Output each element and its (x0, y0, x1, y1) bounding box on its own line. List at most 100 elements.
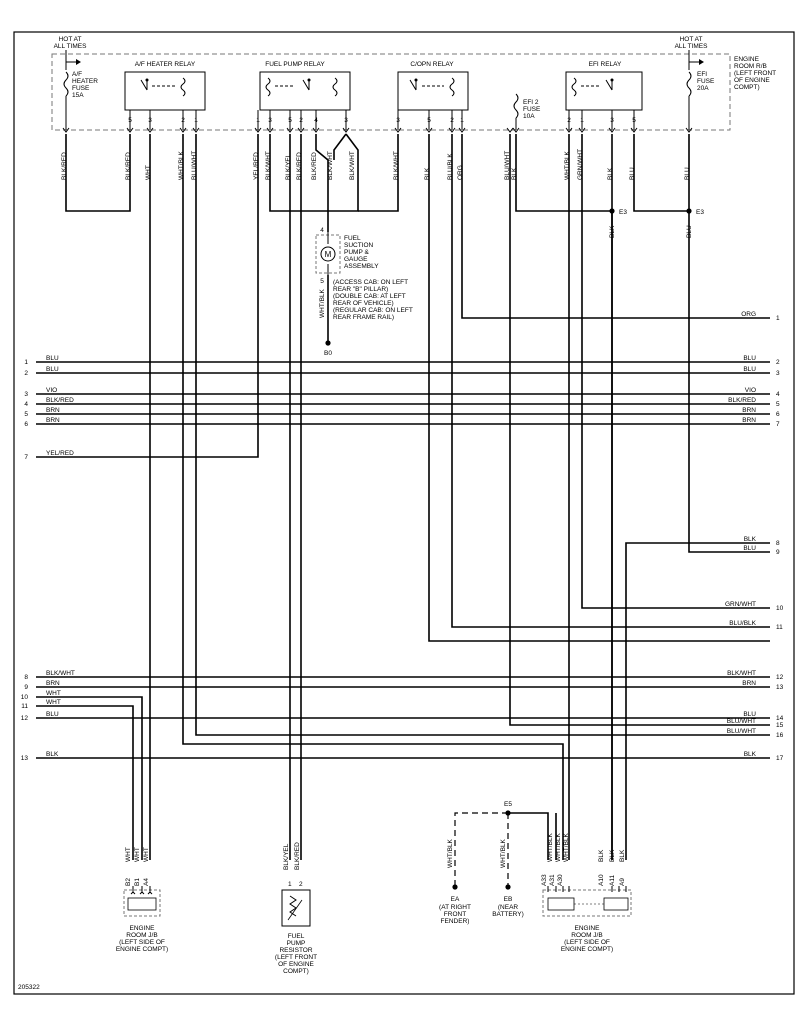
left-connector-num: 3 (24, 391, 28, 398)
svg-text:EFI: EFI (697, 71, 707, 78)
top-wire-label-w10: BLK/RED (311, 152, 318, 180)
svg-text:5: 5 (320, 278, 324, 285)
left-connector-num: 10 (21, 694, 29, 701)
right-connector-num: 8 (776, 540, 780, 547)
relay-to-box-wires (129, 110, 635, 130)
splice-e3-left-dot (609, 208, 615, 214)
e3-drop-label: BLU (686, 225, 693, 238)
svg-text:(DOUBLE CAB: AT LEFT: (DOUBLE CAB: AT LEFT (333, 293, 406, 300)
svg-text:A/F HEATER RELAY: A/F HEATER RELAY (135, 61, 196, 68)
svg-text:A10: A10 (598, 874, 605, 886)
top-wire-label-w11: BLK/WHT (327, 151, 334, 180)
svg-text:WHT/BLK: WHT/BLK (500, 838, 507, 868)
left-connector-num: 1 (24, 359, 28, 366)
left-connector-wire: BRN (46, 417, 60, 424)
connector-chevron (62, 127, 70, 133)
svg-text:COMPT): COMPT) (734, 84, 760, 91)
fuel-pump-resistor: FUEL PUMP RESISTOR (LEFT FRONT OF ENGINE… (275, 889, 317, 975)
svg-text:FUEL PUMP RELAY: FUEL PUMP RELAY (265, 61, 325, 68)
top-wire-label-w18: BLK (511, 167, 518, 180)
svg-text:ROOM J/B: ROOM J/B (126, 932, 157, 939)
top-wire-label-w1: BLK/RED (61, 152, 68, 180)
left-connector-wire: BRN (46, 407, 60, 414)
efi2-fuse: EFI 2 FUSE 10A (513, 93, 541, 130)
c-opn-relay: C/OPN RELAY (397, 61, 469, 111)
right-connector-num: 14 (776, 715, 784, 722)
figure-id: 205322 (18, 984, 40, 991)
left-connector-wire: BLU (46, 355, 59, 362)
top-wire-label-w21: BLK (607, 167, 614, 180)
connector-chevron (297, 127, 305, 133)
right-connector-wire: BLU (743, 366, 756, 373)
top-wire-label-w7: BLK/WHT (265, 151, 272, 180)
motor-symbol: M (325, 250, 332, 259)
connector-chevron (565, 127, 573, 133)
right-connector-num: 13 (776, 684, 784, 691)
splice-e5-label: E5 (504, 801, 512, 808)
top-wire-label-w6: YEL/RED (253, 152, 260, 180)
right-connector-num: 2 (776, 359, 780, 366)
svg-text:EB: EB (504, 896, 513, 903)
svg-text:FUSE: FUSE (697, 78, 715, 85)
connector-chevron (506, 127, 514, 133)
svg-text:A9: A9 (619, 878, 626, 886)
svg-text:15A: 15A (72, 92, 84, 99)
right-connector-wire: BLU (743, 711, 756, 718)
connector-chevron (254, 127, 262, 133)
splice-e3-right-label: E3 (696, 209, 704, 216)
svg-text:EFI 2: EFI 2 (523, 99, 539, 106)
splice-e5-dot (505, 810, 511, 816)
right-connector-num: 9 (776, 549, 780, 556)
svg-text:OF ENGINE: OF ENGINE (734, 77, 770, 84)
top-wire-label-w16: ORG (457, 165, 464, 180)
fuel-pump-relay: FUEL PUMP RELAY (259, 61, 351, 111)
svg-text:20A: 20A (697, 85, 709, 92)
left-connector-num: 13 (21, 755, 29, 762)
connector-chevron (425, 127, 433, 133)
svg-text:WHT/BLK: WHT/BLK (447, 838, 454, 868)
connector-chevrons (62, 127, 693, 133)
svg-text:(LEFT SIDE OF: (LEFT SIDE OF (564, 939, 610, 946)
left-connector-wire: BLU (46, 711, 59, 718)
relay-pin-numbers: 5 3 2 1 1 3 5 2 4 3 3 5 2 1 2 1 3 5 (128, 117, 636, 124)
svg-text:COMPT): COMPT) (283, 968, 309, 975)
svg-text:(ACCESS CAB: ON LEFT: (ACCESS CAB: ON LEFT (333, 279, 408, 286)
left-connector-num: 9 (24, 684, 28, 691)
left-connectors: 1BLU2BLU3VIO4BLK/RED5BRN6BRN7YEL/RED8BLK… (21, 355, 75, 762)
svg-text:4: 4 (320, 227, 324, 234)
top-wire-label-w20: GRN/WHT (577, 149, 584, 180)
top-wire-label-w13: BLK/WHT (393, 151, 400, 180)
svg-text:HEATER: HEATER (72, 78, 98, 85)
fuel-suction-pump: M 4 5 FUEL SUCTION PUMP & GAUGE ASSEMBLY… (315, 227, 413, 321)
left-connector-wire: WHT (46, 690, 61, 697)
svg-text:BATTERY): BATTERY) (492, 911, 524, 918)
svg-text:(LEFT FRONT: (LEFT FRONT (275, 954, 317, 961)
left-connector-wire: WHT (46, 699, 61, 706)
connector-chevron (342, 127, 350, 133)
right-connector-num: 6 (776, 411, 780, 418)
connector-chevron (512, 127, 520, 133)
connector-chevron (578, 127, 586, 133)
bottom-wire-labels: WHT WHT WHT B2 B1 A4 BLK/YEL BLK/RED 1 2… (125, 832, 626, 888)
svg-text:WHT/BLK: WHT/BLK (319, 288, 326, 318)
left-connector-wire: BLU (46, 366, 59, 373)
ground-ea-dot (452, 884, 458, 890)
svg-text:ROOM J/B: ROOM J/B (571, 932, 602, 939)
right-connector-num: 5 (776, 401, 780, 408)
connector-chevron (630, 127, 638, 133)
hot-right-line1: HOT AT (680, 36, 703, 43)
svg-text:(LEFT FRONT: (LEFT FRONT (734, 70, 776, 77)
svg-text:ROOM R/B: ROOM R/B (734, 63, 767, 70)
left-connector-num: 12 (21, 715, 29, 722)
svg-text:A33: A33 (541, 874, 548, 886)
svg-text:REAR FRAME RAIL): REAR FRAME RAIL) (333, 314, 394, 321)
ground-ea: WHT/BLK EA (AT RIGHT FRONT FENDER) (439, 838, 471, 925)
right-connector-num: 4 (776, 391, 780, 398)
connector-chevron (685, 127, 693, 133)
top-wire-label-w3: WHT (145, 165, 152, 180)
left-connector-wire: BRN (46, 680, 60, 687)
right-connector-num: 12 (776, 674, 784, 681)
left-connector-num: 6 (24, 421, 28, 428)
